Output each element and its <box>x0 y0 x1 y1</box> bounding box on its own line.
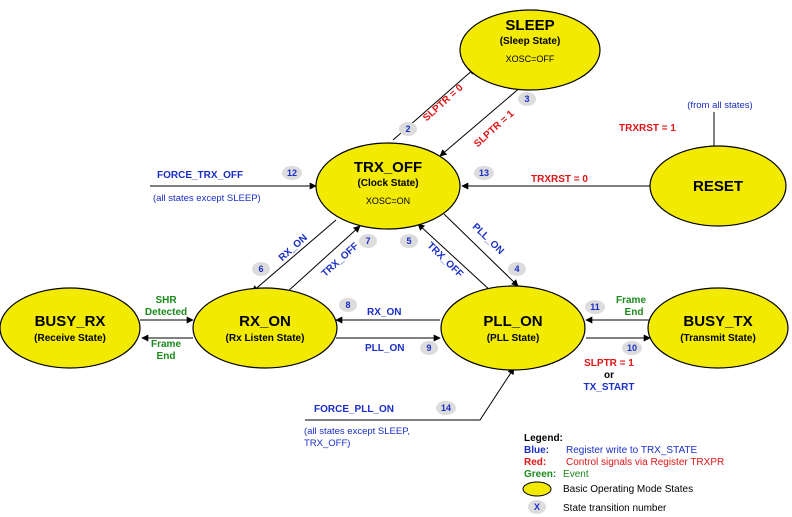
legend-states-text: Basic Operating Mode States <box>563 484 693 495</box>
legend: Legend: Blue: Register write to TRX_STAT… <box>522 433 724 514</box>
label-slptr-1-b: SLPTR = 1 <box>584 358 634 369</box>
label-trxrst-1: TRXRST = 1 <box>619 123 676 134</box>
state-pll-on: PLL_ON (PLL State) <box>440 285 586 371</box>
svg-text:8: 8 <box>345 300 350 310</box>
trx-off-sub: (Clock State) <box>357 178 418 189</box>
svg-text:3: 3 <box>524 94 529 104</box>
state-rx-on: RX_ON (Rx Listen State) <box>192 287 338 369</box>
label-all-except-1: (all states except SLEEP, <box>304 426 410 437</box>
badge-12: 12 <box>282 166 302 180</box>
legend-blue-key: Blue <box>524 445 546 456</box>
svg-text:14: 14 <box>441 403 451 413</box>
legend-x-text: State transition number <box>563 503 667 514</box>
arrow-pll-on-to-trx-off <box>417 223 493 293</box>
legend-green-text: Event <box>563 469 589 480</box>
badge-14: 14 <box>436 401 456 415</box>
legend-title: Legend: <box>524 433 563 444</box>
state-reset: RESET <box>649 145 787 227</box>
badge-5: 5 <box>400 234 418 248</box>
svg-text:9: 9 <box>426 343 431 353</box>
svg-text:7: 7 <box>365 236 370 246</box>
badge-13: 13 <box>474 166 494 180</box>
svg-text:2: 2 <box>405 124 410 134</box>
label-force-pll-on: FORCE_PLL_ON <box>314 404 394 415</box>
label-pll-on-b: PLL_ON <box>365 343 404 354</box>
svg-text:6: 6 <box>258 264 263 274</box>
busy-rx-name: BUSY_RX <box>35 313 106 330</box>
state-busy-rx: BUSY_RX (Receive State) <box>0 287 141 369</box>
state-busy-tx: BUSY_TX (Transmit State) <box>647 287 789 369</box>
legend-red-key: Red <box>524 457 543 468</box>
badge-8: 8 <box>339 298 357 312</box>
label-or: or <box>604 370 614 381</box>
label-pll-on-a: PLL_ON <box>470 222 506 257</box>
trx-off-note: XOSC=ON <box>366 196 410 206</box>
sleep-note: XOSC=OFF <box>506 54 555 64</box>
sleep-sub: (Sleep State) <box>500 36 561 47</box>
arrow-force-pll-on <box>305 367 515 421</box>
legend-x-symbol: X <box>534 502 540 512</box>
label-tx-start: TX_START <box>584 382 635 393</box>
badge-3: 3 <box>518 92 536 106</box>
badge-10: 10 <box>622 341 642 355</box>
label-frame-a: Frame <box>151 339 181 350</box>
sleep-name: SLEEP <box>505 17 554 34</box>
svg-text:4: 4 <box>514 264 519 274</box>
rx-on-name: RX_ON <box>239 313 291 330</box>
state-sleep: SLEEP (Sleep State) XOSC=OFF <box>459 9 601 91</box>
label-trxrst-0: TRXRST = 0 <box>531 174 588 185</box>
badge-9: 9 <box>420 341 438 355</box>
legend-red-row: Red: Control signals via Register TRXPR <box>524 457 724 468</box>
state-trx-off: TRX_OFF (Clock State) XOSC=ON <box>315 142 461 230</box>
label-trx-off-b: TRX_OFF <box>425 240 465 280</box>
busy-tx-name: BUSY_TX <box>683 313 752 330</box>
transition-number-badges: 2 3 12 13 6 7 5 4 8 9 11 10 14 <box>252 92 642 415</box>
pll-on-sub: (PLL State) <box>487 333 540 344</box>
label-from-all-states: (from all states) <box>687 100 752 111</box>
badge-2: 2 <box>399 122 417 136</box>
label-end-b: End <box>625 307 644 318</box>
legend-blue-text: Register write to TRX_STATE <box>566 445 697 456</box>
label-frame-b: Frame <box>616 295 646 306</box>
label-force-trx-off: FORCE_TRX_OFF <box>157 170 243 181</box>
svg-text:10: 10 <box>627 343 637 353</box>
label-rx-on-a: RX_ON <box>277 233 310 264</box>
legend-green-key: Green <box>524 469 553 480</box>
badge-7: 7 <box>359 234 377 248</box>
arrow-trx-off-to-pll-on <box>443 213 519 287</box>
rx-on-sub: (Rx Listen State) <box>226 333 305 344</box>
label-shr: SHR <box>155 295 177 306</box>
legend-green-row: Green: Event <box>524 469 589 480</box>
svg-text:12: 12 <box>287 168 297 178</box>
label-all-except-2: TRX_OFF) <box>304 438 350 449</box>
badge-6: 6 <box>252 262 270 276</box>
svg-text:13: 13 <box>479 168 489 178</box>
label-trx-off-a: TRX_OFF <box>320 241 361 280</box>
arrow-rx-on-to-trx-off <box>275 225 361 303</box>
svg-text:5: 5 <box>406 236 411 246</box>
label-slptr-0: SLPTR = 0 <box>421 82 466 124</box>
label-slptr-1: SLPTR = 1 <box>472 108 517 150</box>
label-rx-on-b: RX_ON <box>367 307 401 318</box>
label-end-a: End <box>157 351 176 362</box>
legend-red-text: Control signals via Register TRXPR <box>566 457 724 468</box>
badge-4: 4 <box>508 262 526 276</box>
legend-badge-swatch <box>528 500 546 514</box>
trx-off-name: TRX_OFF <box>354 159 422 176</box>
reset-name: RESET <box>693 178 743 195</box>
arrow-trx-off-to-rx-on <box>251 219 337 293</box>
svg-text:11: 11 <box>590 302 600 312</box>
transition-arrows <box>140 67 718 421</box>
busy-rx-sub: (Receive State) <box>34 333 106 344</box>
arrow-sleep-to-trx-off <box>439 85 523 157</box>
badge-11: 11 <box>585 300 605 314</box>
legend-state-swatch <box>522 481 552 497</box>
legend-blue-row: Blue: Register write to TRX_STATE <box>524 445 697 456</box>
label-detected: Detected <box>145 307 187 318</box>
label-all-states-except-sleep: (all states except SLEEP) <box>153 193 261 204</box>
pll-on-name: PLL_ON <box>483 313 542 330</box>
busy-tx-sub: (Transmit State) <box>680 333 756 344</box>
